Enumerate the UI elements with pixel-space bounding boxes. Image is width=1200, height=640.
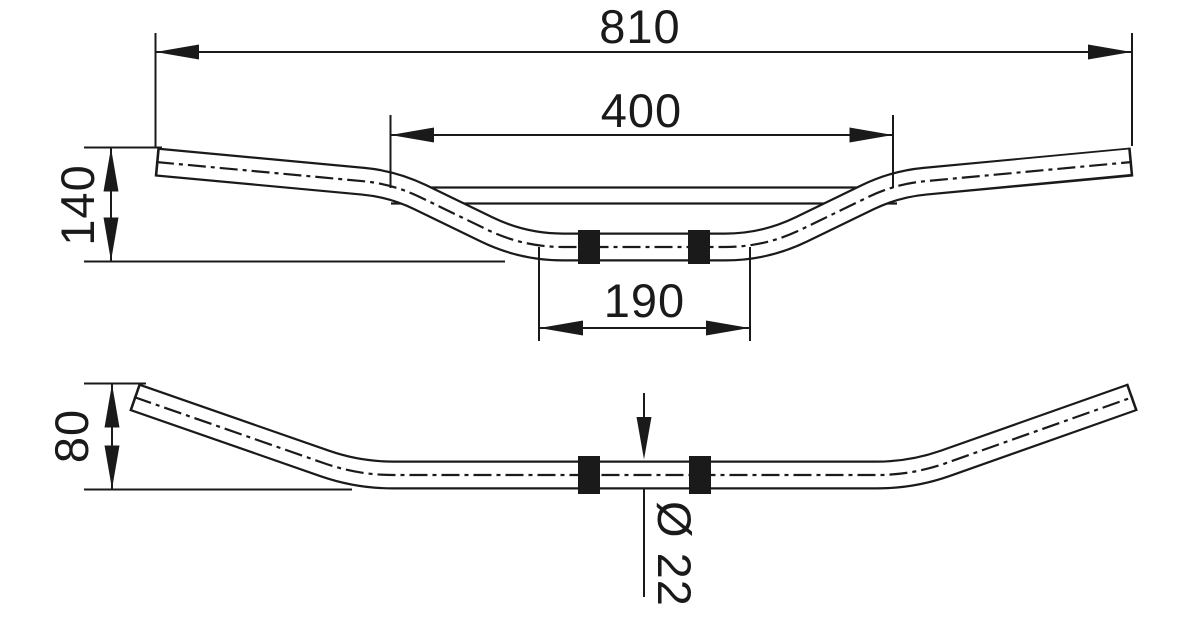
dim-140-arrow-down	[103, 217, 119, 261]
dim-80-arrow-up	[104, 384, 120, 428]
dim-190-arrow-left	[539, 320, 583, 336]
dia-22-label: Ø 22	[648, 501, 701, 607]
dimension-810: 810	[154, 0, 1133, 147]
dim-810-label: 810	[599, 0, 680, 53]
dim-190-arrow-right	[706, 320, 750, 336]
plan-bar-centerline	[133, 395, 1134, 477]
plan-clamp-mark-left	[578, 456, 600, 494]
dim-80-label: 80	[45, 409, 98, 463]
dim-810-arrow-left	[155, 44, 199, 60]
dim-140-label: 140	[51, 164, 104, 245]
dim-400-label: 400	[601, 84, 682, 137]
dim-400-arrow-left	[390, 127, 434, 143]
dimension-190: 190	[538, 247, 751, 341]
dimension-80: 80	[45, 382, 352, 491]
dimension-diameter-22: Ø 22	[636, 393, 701, 607]
dim-140-arrow-up	[103, 148, 119, 192]
dimension-140: 140	[51, 146, 505, 263]
dim-400-arrow-right	[849, 127, 893, 143]
plan-view: 80 Ø 22	[45, 382, 1138, 607]
front-clamp-mark-right	[688, 230, 710, 264]
plan-clamp-mark-right	[689, 456, 711, 494]
dim-810-arrow-right	[1088, 44, 1132, 60]
front-elevation-view: 810 400 190 140	[51, 0, 1134, 341]
dim-80-arrow-down	[104, 445, 120, 489]
front-bar-centerline	[155, 160, 1133, 249]
dim-190-label: 190	[604, 274, 685, 327]
dia-22-arrow-down	[636, 417, 652, 460]
front-clamp-mark-left	[578, 230, 600, 264]
dimension-400: 400	[389, 84, 894, 188]
